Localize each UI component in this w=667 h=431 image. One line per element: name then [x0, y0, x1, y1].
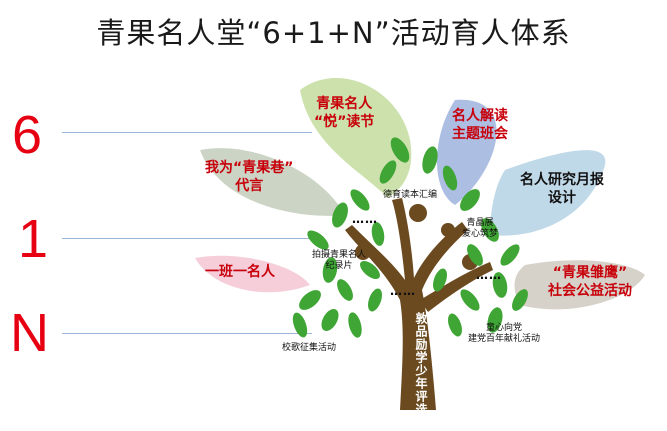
label-zhumeng: 青晶展 爱心筑梦 [462, 218, 499, 239]
green-leaf [348, 312, 362, 338]
tree-branch-right [420, 262, 493, 312]
green-leaf [292, 312, 308, 338]
leaf-yiban [195, 255, 310, 293]
green-leaf [322, 257, 338, 283]
page-title: 青果名人堂“6+1+N”活动育人体系 [96, 16, 571, 50]
green-leaf [332, 202, 348, 228]
green-leaf [460, 289, 480, 311]
leaf-qingguoxiang [200, 148, 345, 216]
ellipsis-top: …… [352, 212, 378, 226]
label-yuebao: 名人研究月报 设计 [520, 172, 604, 206]
leaf-chuying [514, 260, 645, 310]
ellipsis-mid: …… [390, 284, 416, 298]
fruit-mid [441, 223, 455, 237]
green-leaf [487, 307, 503, 333]
green-leaf-group [292, 137, 528, 338]
fruit-left [355, 244, 371, 260]
green-leaf [492, 272, 508, 298]
number-six: 6 [12, 105, 43, 165]
green-leaf [368, 288, 382, 312]
green-leaf [500, 244, 520, 266]
green-leaf [337, 279, 353, 301]
label-dangshi: 童心向党 建党百年献礼活动 [468, 323, 541, 344]
label-jiedu: 名人解读 主题班会 [452, 108, 508, 142]
green-leaf [433, 268, 447, 292]
label-shipin: 拍摄青果名人 纪录片 [312, 250, 367, 271]
leaf-yuebao [490, 150, 606, 236]
green-leaf [442, 165, 458, 191]
green-leaf [321, 309, 339, 331]
label-yiban: 一班一名人 [205, 264, 275, 280]
ellipsis-right: …… [476, 268, 502, 282]
green-leaf [379, 160, 397, 184]
label-chuying: “青果雏鹰” 社会公益活动 [548, 265, 632, 299]
green-leaf [467, 244, 483, 266]
letter-n: N [10, 303, 49, 363]
guide-line-six [62, 132, 312, 133]
green-leaf [460, 189, 480, 211]
green-leaf [299, 290, 321, 310]
green-leaf [371, 222, 385, 246]
guide-line-n [62, 333, 312, 334]
guide-line-one [62, 238, 312, 239]
number-one: 1 [18, 209, 49, 269]
label-dushi: 德育读本汇编 [383, 190, 438, 200]
trunk-label: 敦品励学少年评选 [414, 312, 428, 416]
label-geyao: 校歌征集活动 [282, 343, 337, 353]
label-yuedu: 青果名人 “悦”读节 [314, 96, 375, 130]
green-leaf [512, 289, 528, 311]
green-leaf [350, 189, 370, 211]
green-leaf [448, 313, 462, 337]
fruit-top [409, 204, 427, 222]
green-leaf [307, 230, 329, 250]
green-leaf [360, 261, 380, 279]
green-leaf [481, 218, 499, 242]
label-qingguoxiang: 我为“青果巷” 代言 [205, 160, 294, 194]
green-leaf [422, 146, 438, 174]
tree-trunk [345, 198, 468, 410]
green-leaf [390, 137, 410, 163]
